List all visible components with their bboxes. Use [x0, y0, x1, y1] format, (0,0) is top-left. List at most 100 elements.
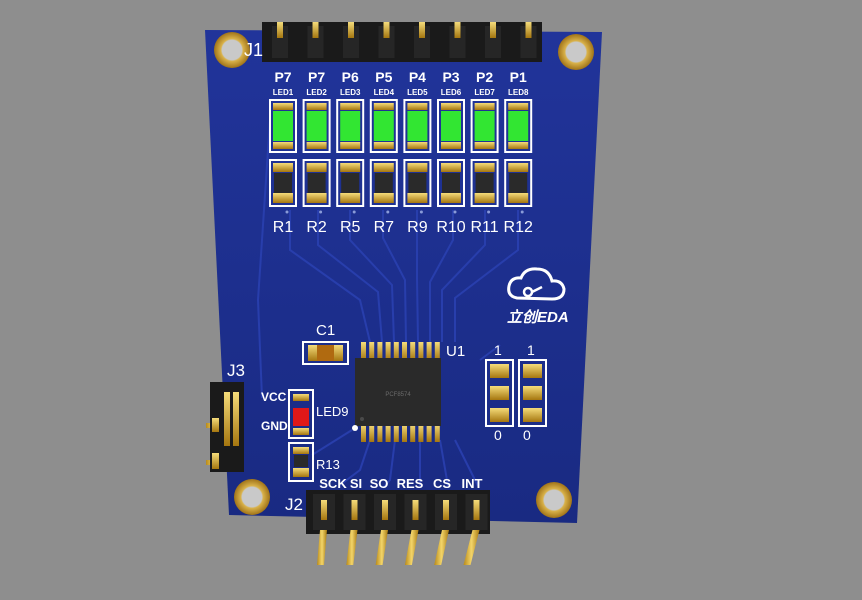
pin-top: [233, 392, 239, 446]
resistor-pad: [441, 193, 461, 203]
resistor-body: [475, 173, 494, 193]
via: [352, 210, 356, 214]
j3-label: J3: [227, 361, 245, 380]
led-indicator: [306, 111, 327, 141]
via: [319, 210, 323, 214]
logo: 立创EDA: [507, 267, 569, 326]
resistor-body: [442, 173, 460, 193]
led-pad: [273, 142, 293, 149]
header-pin-lead: [375, 530, 388, 565]
led-pad: [273, 103, 293, 110]
resistor-label: R10: [436, 219, 465, 236]
resistor-outline: [269, 159, 297, 207]
ic-orientation-dot: [352, 425, 358, 431]
resistor-body: [408, 173, 427, 193]
jumper-pad: [523, 364, 542, 378]
led-outline: [470, 99, 499, 153]
header-pin-socket: [272, 26, 288, 58]
mounting-hole: [234, 479, 270, 515]
resistor-pad: [508, 163, 529, 172]
bottom-pin-label: SCK: [319, 476, 347, 491]
header-pin-socket: [449, 26, 466, 58]
resistor-label: R7: [374, 219, 395, 236]
header-pin: [382, 500, 388, 520]
led9-pad: [293, 428, 309, 435]
resistor-pad: [306, 193, 327, 203]
r13-outline: [288, 442, 314, 482]
ic-pin: [393, 424, 399, 442]
resistor-body: [274, 173, 292, 193]
top-pin-label: P6: [342, 69, 359, 85]
ic-pin: [369, 424, 375, 442]
resistor-pad: [273, 193, 293, 203]
led-indicator: [474, 111, 495, 141]
c1-body: [317, 345, 334, 361]
vcc-label: VCC: [261, 390, 287, 404]
led-pad: [508, 103, 529, 110]
led-outline: [302, 99, 331, 153]
ic-pin: [393, 342, 399, 360]
jumper-pad: [490, 408, 509, 422]
connector-j3: J3 VCC GND: [206, 361, 288, 472]
ic-body: [355, 358, 441, 426]
resistor-label: R2: [306, 219, 327, 236]
header-pin: [473, 500, 480, 520]
jumper-pad: [490, 386, 509, 400]
resistor-pad: [474, 163, 495, 172]
jumper-outline: [518, 359, 547, 427]
j1-label: J1: [244, 40, 263, 60]
led-indicator: [273, 111, 293, 141]
ic-pin: [418, 342, 424, 360]
pin-lead: [212, 453, 219, 469]
led9-label: LED9: [316, 404, 349, 419]
led-label: LED6: [441, 88, 462, 97]
header-pin-socket: [307, 26, 324, 58]
r13-label: R13: [316, 457, 340, 472]
ic-pin: [402, 424, 407, 442]
resistor-pad: [474, 193, 495, 203]
resistor-pad: [273, 163, 293, 172]
led-row: [269, 99, 533, 153]
ic-pin: [385, 424, 391, 442]
ic-pin: [361, 424, 366, 442]
resistor-label: R9: [407, 219, 428, 236]
header-pin: [419, 22, 425, 38]
resistor-label: R11: [471, 219, 499, 236]
resistor-label: R1: [273, 219, 294, 236]
resistor-pad: [340, 163, 361, 172]
header-pin: [412, 500, 419, 520]
resistor-body: [374, 173, 393, 193]
bottom-pin-label: RES: [397, 476, 424, 491]
bottom-pin-label: CS: [433, 476, 451, 491]
resistor-r13: R13: [288, 442, 340, 482]
ic-pin: [377, 342, 383, 360]
jumper-outline: [485, 359, 514, 427]
top-pin-label: P5: [375, 69, 392, 85]
resistor-body: [509, 173, 528, 193]
ic-pin: [434, 424, 440, 442]
jumper-pad: [523, 386, 542, 400]
top-pin-label: P2: [476, 69, 493, 85]
led-indicator: [508, 111, 529, 141]
capacitor-c1: C1: [302, 322, 349, 365]
jumper-pad: [523, 408, 542, 422]
r13-body: [294, 455, 308, 467]
resistor-pad: [373, 193, 394, 203]
bottom-pin-label: SI: [350, 476, 362, 491]
jumper-pad: [490, 364, 509, 378]
via: [453, 210, 457, 214]
c1-pad: [334, 345, 343, 361]
bottom-pin-label: SO: [370, 476, 389, 491]
header-pin: [443, 500, 449, 520]
led-outline: [403, 99, 432, 153]
resistor-body: [307, 173, 326, 193]
u1-label: U1: [446, 343, 465, 360]
resistor-body: [341, 173, 360, 193]
resistor-pad: [407, 193, 428, 203]
